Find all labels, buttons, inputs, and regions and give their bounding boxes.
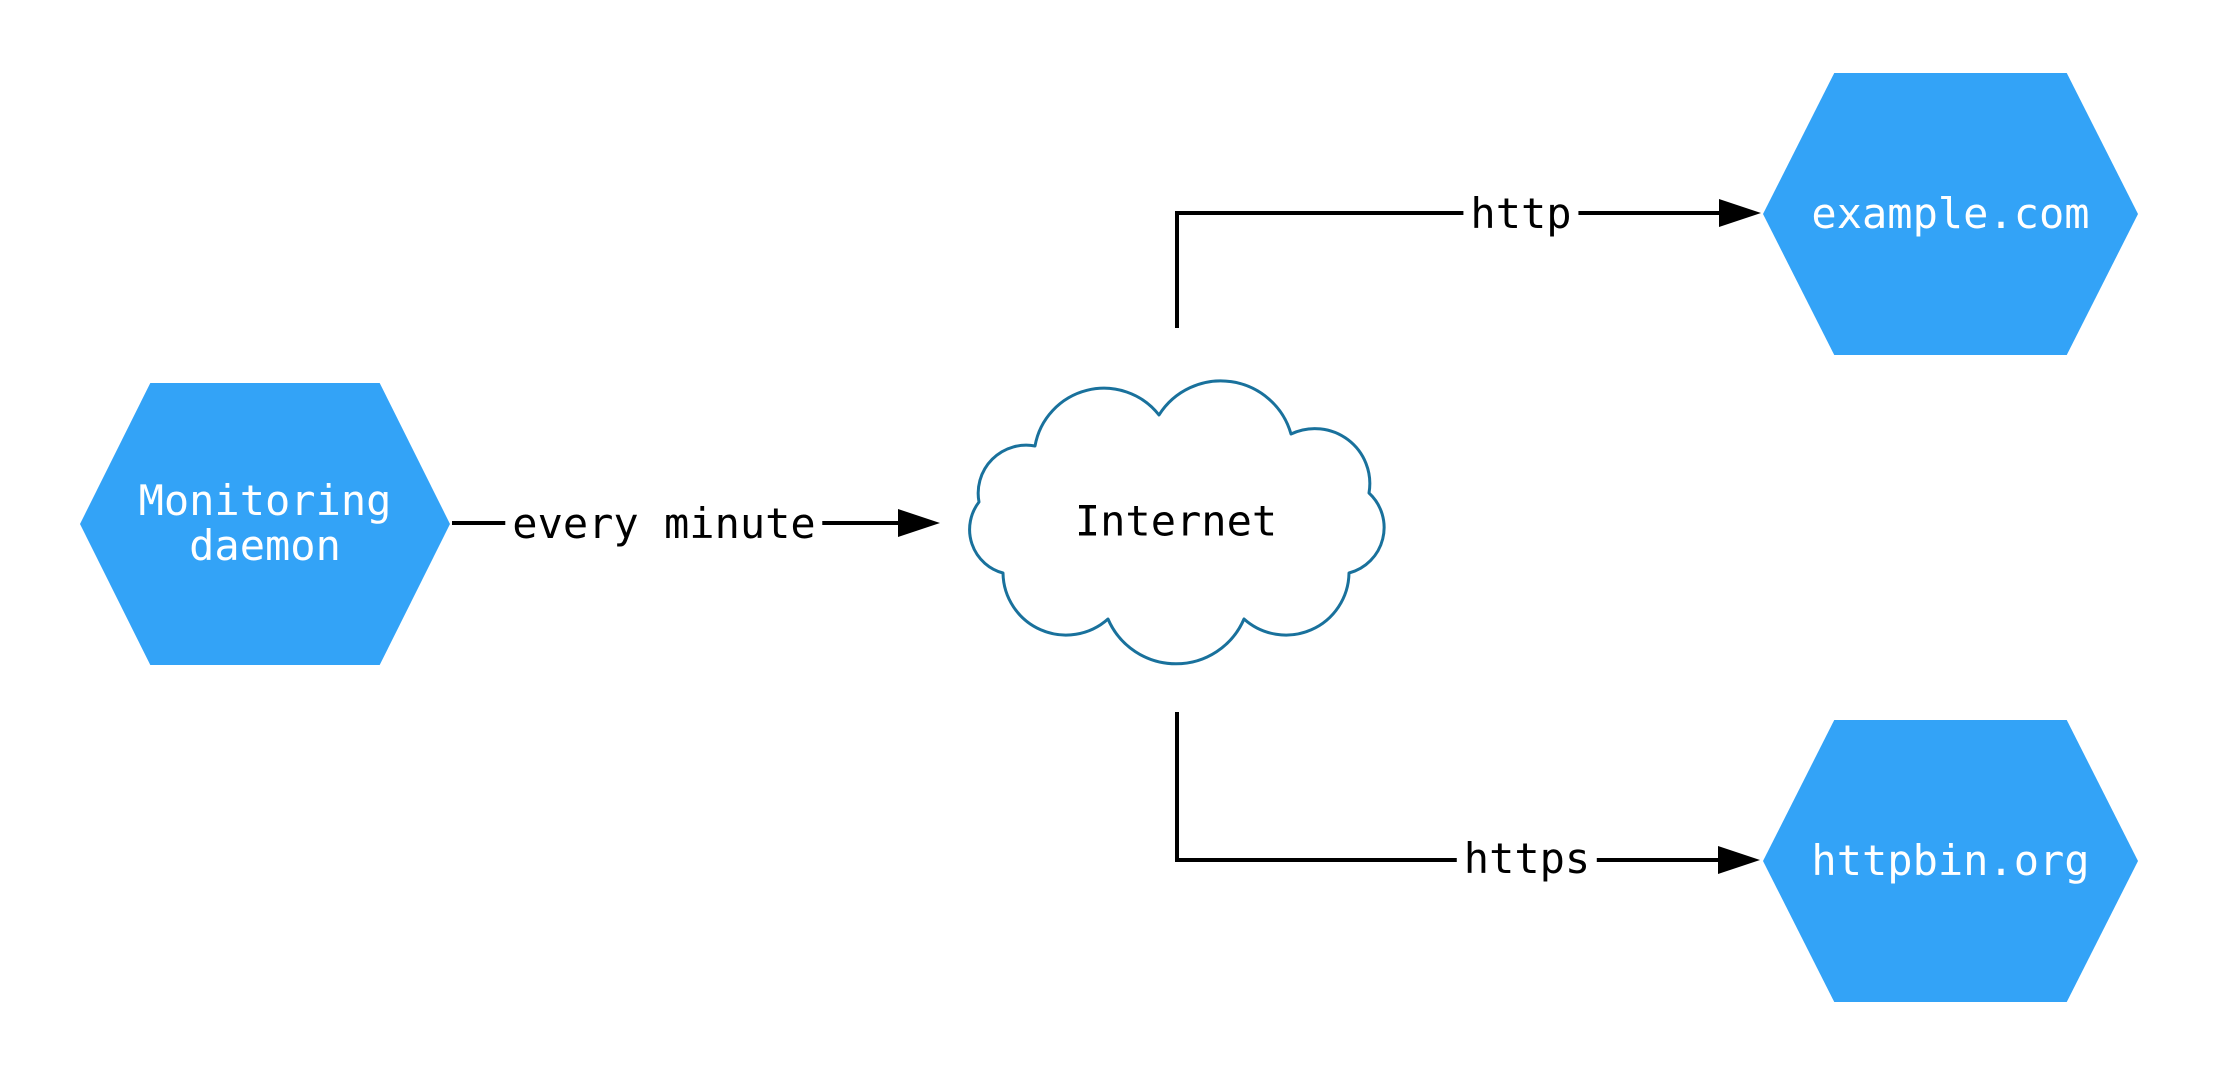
node-example-com-label: example.com: [1811, 188, 2090, 238]
node-example-com: example.com: [1763, 73, 2138, 355]
edge-internet-to-example-line: [1175, 211, 1723, 328]
edge-label-http: http: [1463, 190, 1579, 238]
edge-daemon-to-internet-arrowhead-icon: [898, 509, 940, 537]
edge-internet-to-httpbin-line: [1175, 712, 1722, 862]
internet-cloud-icon: [968, 379, 1386, 666]
node-monitoring-daemon-label: Monitoring daemon: [138, 476, 392, 570]
node-monitoring-daemon: Monitoring daemon: [80, 383, 450, 665]
edge-internet-to-httpbin-arrowhead-icon: [1718, 846, 1760, 874]
edge-label-https: https: [1456, 835, 1598, 883]
node-httpbin-org: httpbin.org: [1763, 720, 2138, 1002]
node-internet-label: Internet: [1074, 496, 1278, 546]
node-httpbin-org-label: httpbin.org: [1811, 835, 2090, 885]
edge-label-every-minute: every minute: [505, 500, 823, 548]
edge-internet-to-example-arrowhead-icon: [1719, 199, 1761, 227]
